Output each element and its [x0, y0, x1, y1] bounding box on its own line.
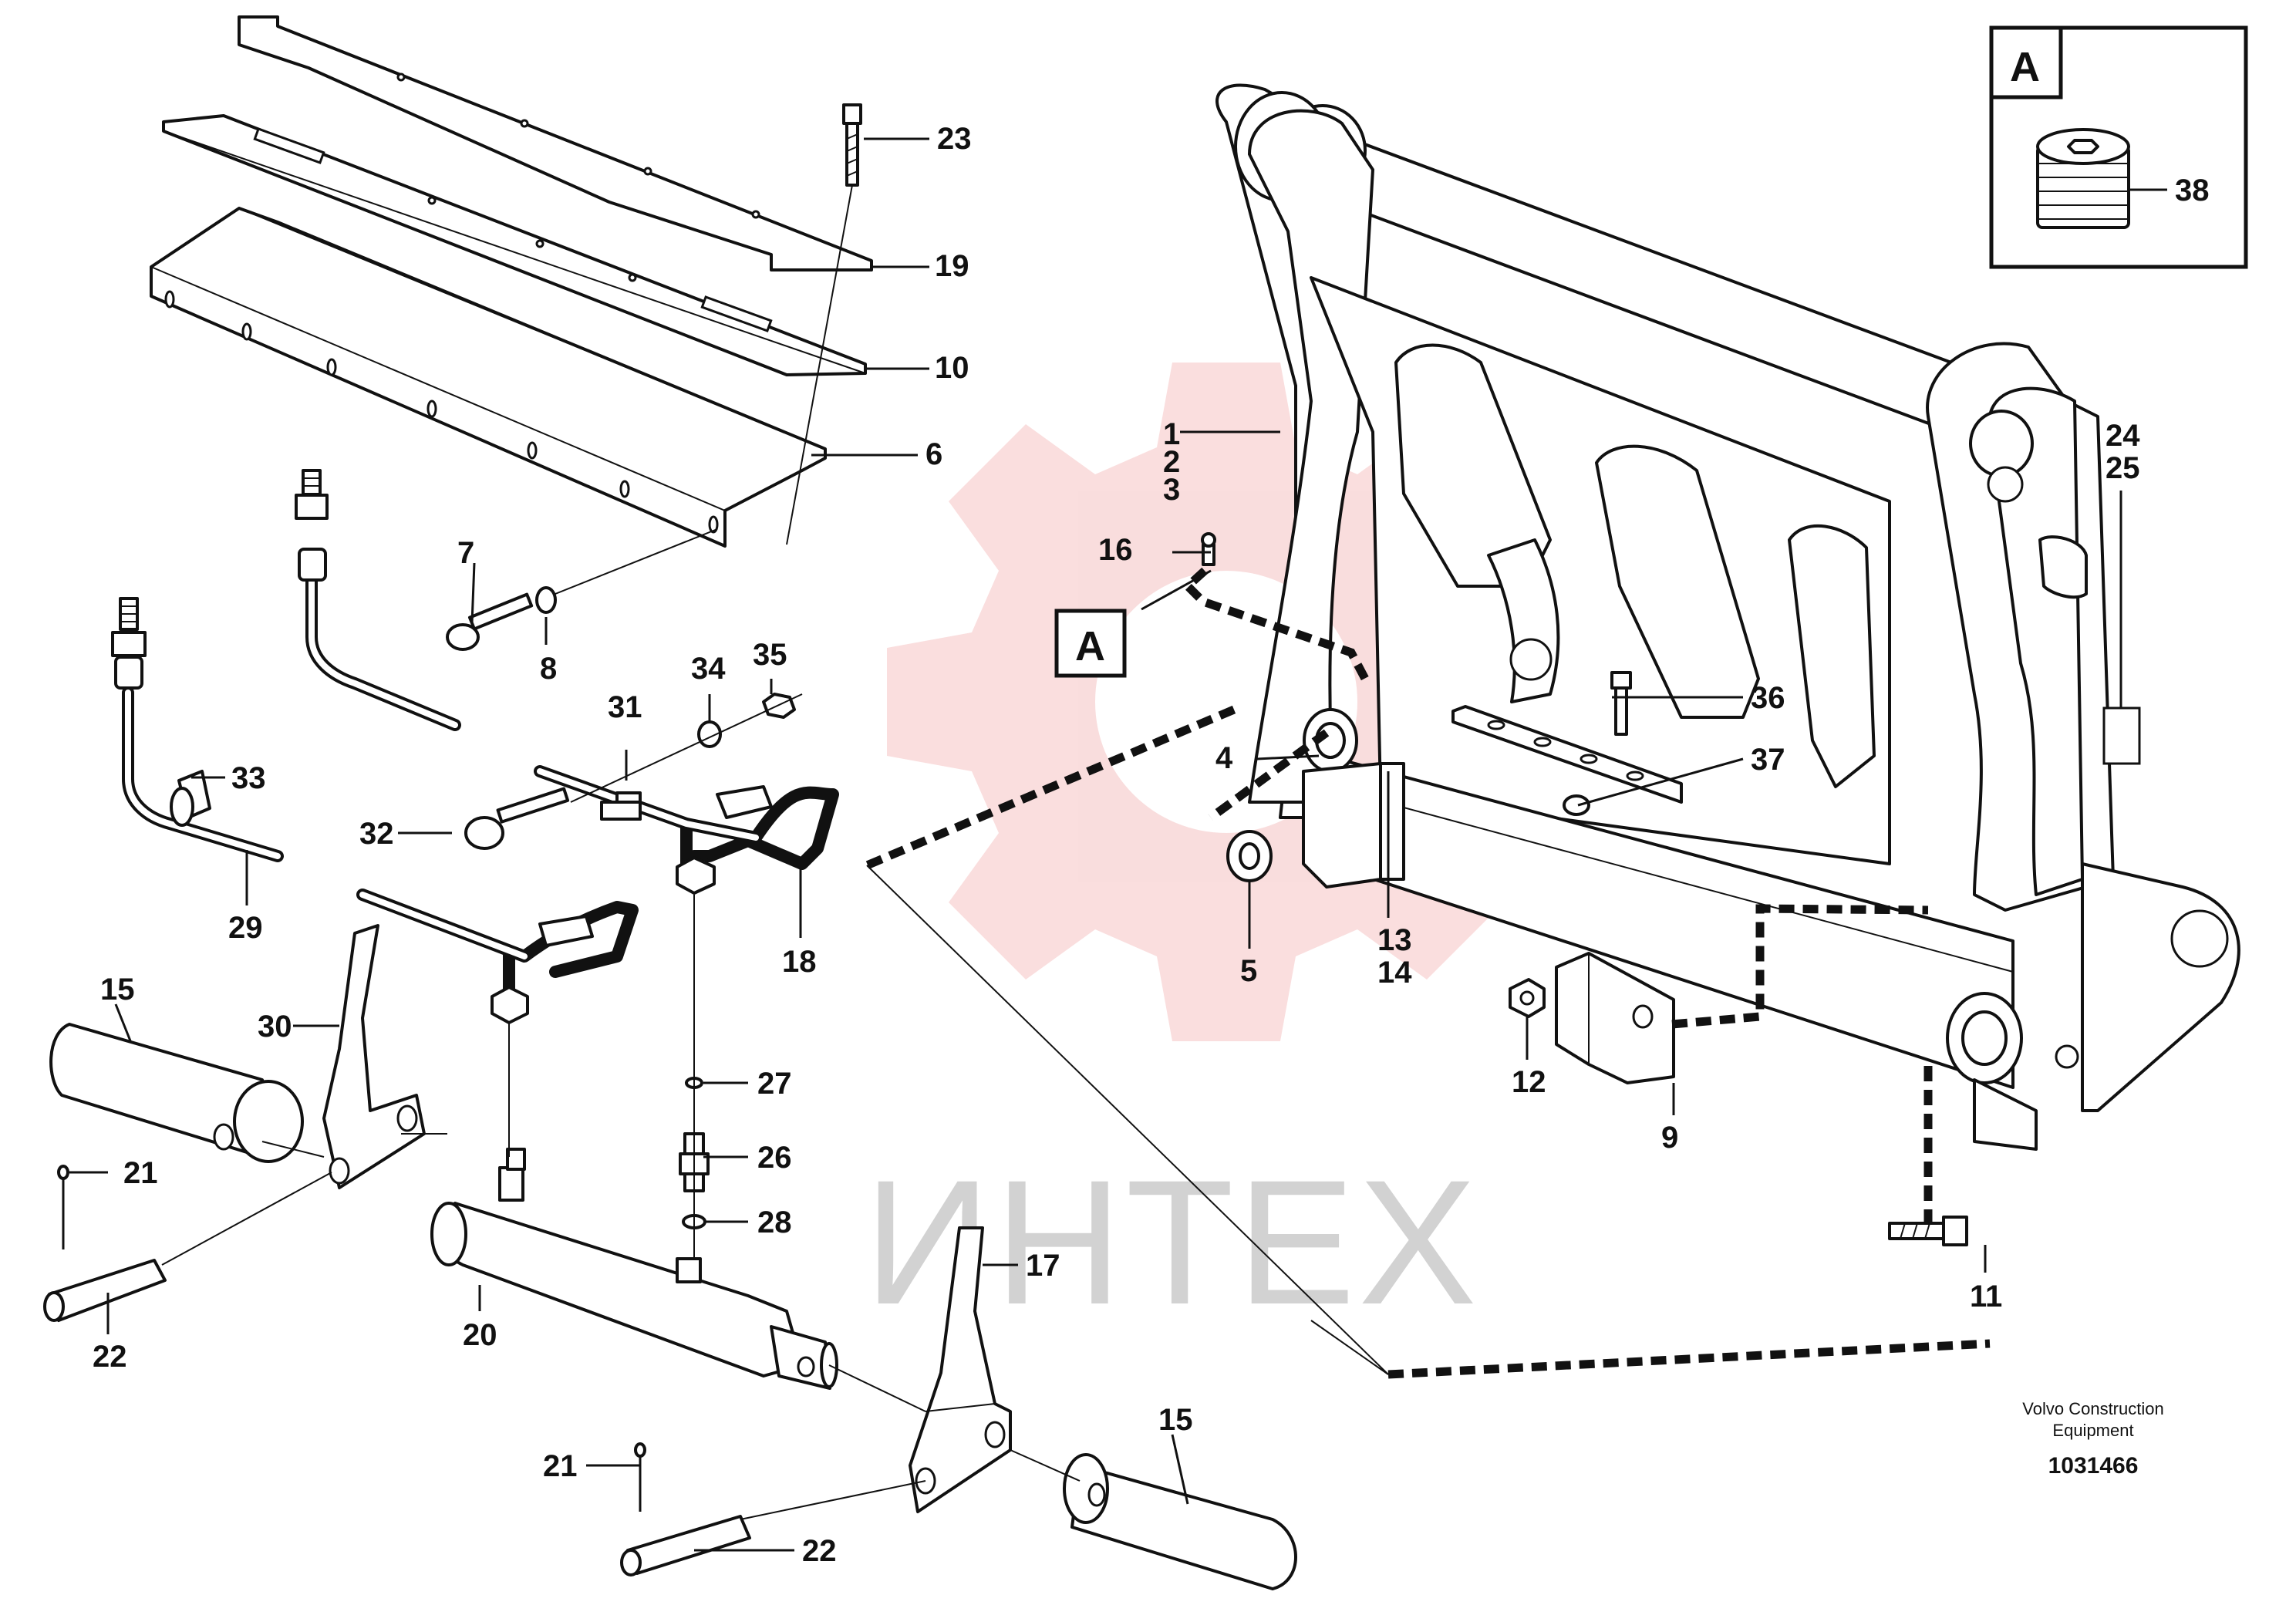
- callout-27: 27: [757, 1067, 792, 1101]
- callout-3: 3: [1163, 473, 1180, 507]
- tube-assembly-18: [534, 765, 839, 895]
- callout-22b: 22: [802, 1534, 837, 1568]
- callout-labels: 23 19 10 6 7 8 1 2 3 16 4 5 13 14 36 37 …: [93, 122, 2140, 1568]
- cotter-pin-21-left: [57, 1165, 69, 1249]
- callout-14: 14: [1377, 956, 1412, 990]
- caption: Volvo Construction Equipment 1031466: [2022, 1399, 2163, 1479]
- pin-15-left: [49, 1023, 304, 1163]
- callout-4: 4: [1215, 741, 1233, 775]
- callout-25: 25: [2106, 451, 2140, 485]
- callout-19: 19: [935, 249, 969, 283]
- cotter-pin-21-right: [634, 1442, 646, 1512]
- callout-34: 34: [691, 652, 726, 686]
- detail-marker-letter: A: [1075, 623, 1105, 669]
- detail-marker: A: [1054, 609, 1127, 678]
- callout-1: 1: [1163, 417, 1180, 451]
- callout-13: 13: [1377, 923, 1412, 957]
- pin-22-right: [620, 1515, 751, 1576]
- plate-19: [238, 15, 873, 271]
- washer-5: [1226, 830, 1273, 882]
- callout-2: 2: [1163, 445, 1180, 479]
- callout-15a: 15: [100, 973, 135, 1007]
- callout-28: 28: [757, 1206, 792, 1239]
- callout-33: 33: [231, 761, 266, 795]
- caption-number: 1031466: [2048, 1453, 2139, 1479]
- callout-7: 7: [457, 536, 474, 570]
- washer-8: [535, 586, 557, 614]
- bolt-11: [1888, 1216, 1968, 1246]
- bolt-23: [842, 103, 862, 187]
- callout-36: 36: [1751, 681, 1785, 715]
- callout-29: 29: [228, 911, 263, 945]
- bolt-7: [446, 592, 534, 651]
- callout-32: 32: [359, 817, 394, 851]
- callout-38: 38: [2175, 174, 2210, 207]
- caption-line-2: Equipment: [2052, 1421, 2133, 1440]
- link-17: [909, 1226, 1012, 1513]
- pin-22-left: [43, 1259, 167, 1322]
- grease-nipple-16: [1201, 532, 1216, 566]
- caption-line-1: Volvo Construction: [2022, 1399, 2163, 1418]
- callout-35: 35: [753, 638, 787, 672]
- tube-assembly-20: [356, 889, 639, 1024]
- callout-24: 24: [2106, 419, 2140, 453]
- callout-6: 6: [925, 437, 942, 471]
- callout-21a: 21: [123, 1156, 158, 1190]
- callout-8: 8: [540, 652, 557, 686]
- callout-5: 5: [1240, 954, 1257, 988]
- callout-21b: 21: [543, 1449, 578, 1483]
- callout-23: 23: [937, 122, 972, 156]
- detail-inset-letter: A: [2010, 44, 2040, 90]
- callout-37: 37: [1751, 743, 1785, 777]
- bracket-9: [1509, 952, 1675, 1084]
- callout-22a: 22: [93, 1340, 127, 1374]
- dashed-line-15: [1387, 1339, 1991, 1379]
- callout-26: 26: [757, 1141, 792, 1175]
- dashed-line-4: [865, 705, 1330, 870]
- callout-10: 10: [935, 351, 969, 385]
- plug-38-icon: [2036, 128, 2130, 229]
- callout-15b: 15: [1158, 1403, 1193, 1437]
- callout-20: 20: [463, 1318, 497, 1352]
- callout-16: 16: [1098, 533, 1133, 567]
- link-30: [322, 924, 426, 1189]
- leader-lines: [69, 137, 2122, 1552]
- plate-10: [162, 114, 867, 376]
- cylinder-20: [430, 1148, 838, 1390]
- pin-15-right: [1063, 1453, 1297, 1590]
- detail-inset: A 38: [1989, 25, 2248, 269]
- callout-30: 30: [258, 1010, 292, 1044]
- hose-18: [295, 469, 461, 731]
- callout-11: 11: [1970, 1280, 2002, 1313]
- plate-6: [150, 207, 827, 548]
- callout-17: 17: [1026, 1249, 1060, 1283]
- callout-31: 31: [608, 690, 642, 724]
- callout-12: 12: [1512, 1065, 1546, 1099]
- bolt-32: [464, 787, 570, 850]
- callout-9: 9: [1661, 1121, 1678, 1155]
- hose-29: [111, 597, 284, 862]
- callout-18: 18: [782, 945, 817, 979]
